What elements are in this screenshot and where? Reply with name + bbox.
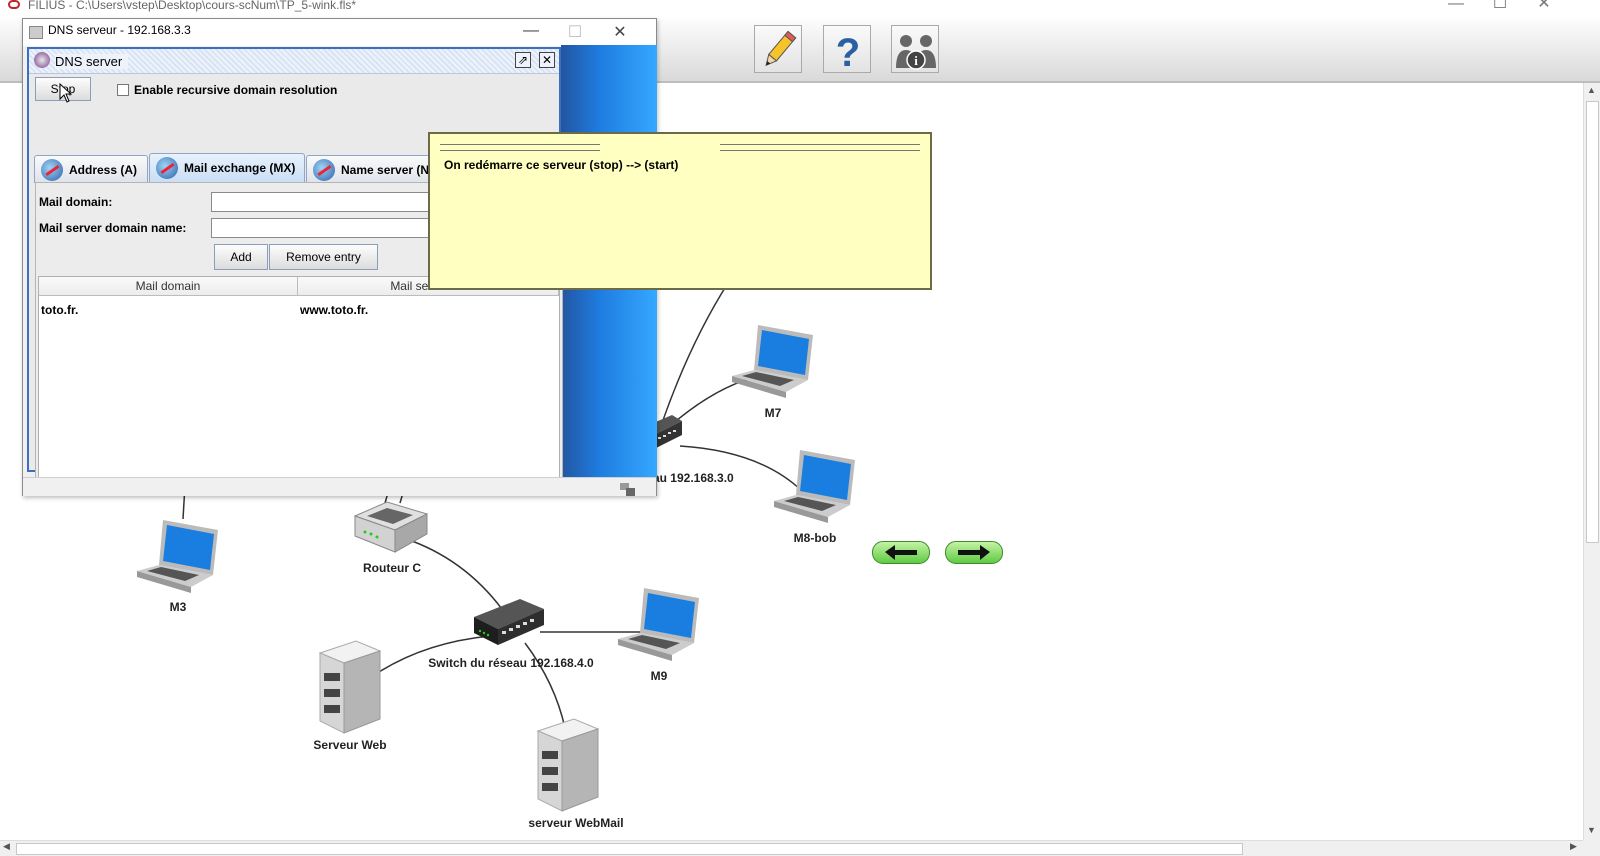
svg-text:?: ? [836,31,860,74]
arrow-left-icon [885,545,917,560]
mail-server-domain-label: Mail server domain name: [39,221,187,235]
laptop-m8-bob-icon[interactable] [770,445,862,527]
laptop-m9-icon[interactable] [614,583,706,665]
pencil-icon [765,30,797,67]
horizontal-scrollbar[interactable]: ◀ ▶ [0,840,1583,856]
detach-icon[interactable]: ⇗ [515,52,531,68]
remove-entry-button[interactable]: Remove entry [269,244,378,270]
dialog-maximize-button[interactable]: ☐ [567,24,583,41]
dns-globe-icon [34,52,50,68]
router-c-icon[interactable] [351,500,431,558]
dns-server-frame-title: DNS server ⇗ ✕ [29,49,559,74]
scroll-left-icon[interactable]: ◀ [3,841,10,851]
tab-address-a[interactable]: Address (A) [34,155,148,183]
maximize-button[interactable]: ☐ [1492,0,1508,12]
arrow-right-icon [958,545,990,560]
laptop-m3-icon[interactable] [133,515,225,597]
dns-globe-icon [156,157,178,179]
dialog-minimize-button[interactable]: — [523,22,539,39]
server-webmail-icon[interactable] [534,717,604,813]
resize-grip-icon[interactable] [619,482,637,498]
note-grip-left[interactable] [440,144,600,151]
main-title-bar: FILIUS - C:\Users\vstep\Desktop\cours-sc… [0,0,1600,18]
dialog-title: DNS serveur - 192.168.3.3 [48,23,191,37]
tab-name-server-ns-label: Name server (NS) [341,163,442,177]
help-button[interactable]: ? [823,25,871,74]
column-header-mail-domain[interactable]: Mail domain [39,277,298,296]
server-webmail-label: serveur WebMail [528,816,624,830]
m7-label: M7 [764,406,782,420]
horizontal-scroll-thumb[interactable] [16,843,1243,855]
next-step-button[interactable] [945,541,1003,564]
previous-step-button[interactable] [872,541,930,564]
network-links [182,282,803,729]
tab-address-a-label: Address (A) [69,163,138,177]
dns-globe-icon [41,159,63,181]
dns-server-title: DNS server [55,54,129,69]
info-icon: i [896,35,936,70]
computer-icon [29,26,43,39]
link-router-switch4 [411,540,508,617]
filius-app-icon [8,0,20,9]
note-grip-right[interactable] [720,144,920,151]
help-icon: ? [836,31,860,74]
svg-text:i: i [914,53,918,68]
scroll-down-icon[interactable]: ▼ [1587,825,1596,835]
table-cell-mail-domain: toto.fr. [41,303,79,317]
design-mode-button[interactable] [754,25,802,73]
link-switch3-up [661,282,729,424]
dns-globe-icon [313,159,335,181]
tab-mail-exchange-mx[interactable]: Mail exchange (MX) [149,153,305,183]
table-cell-mail-server: www.toto.fr. [300,303,369,317]
mail-domain-label: Mail domain: [39,195,113,209]
switch-192-168-4-label: Switch du réseau 192.168.4.0 [428,656,594,670]
switch-192-168-4-icon[interactable] [472,597,546,649]
link-switch4-webmail [524,642,566,729]
dialog-status-bar [23,477,656,496]
dialog-title-bar[interactable]: DNS serveur - 192.168.3.3 — ☐ ✕ [23,19,656,46]
laptop-m7-icon[interactable] [728,320,820,402]
info-button[interactable]: i [891,25,939,73]
tutorial-note: On redémarre ce serveur (stop) --> (star… [428,132,932,290]
switch-192-168-3-label: eau 192.168.3.0 [646,471,734,485]
dialog-close-button[interactable]: ✕ [613,24,627,41]
m9-label: M9 [650,669,668,683]
scroll-up-icon[interactable]: ▲ [1587,85,1596,95]
router-c-label: Routeur C [363,561,421,575]
link-switch3-m8 [679,445,803,492]
recursive-resolution-label: Enable recursive domain resolution [134,83,338,97]
vertical-scroll-thumb[interactable] [1586,101,1599,543]
vertical-scrollbar[interactable]: ▲ ▼ [1583,83,1600,840]
frame-close-icon[interactable]: ✕ [539,52,555,68]
main-window-title: FILIUS - C:\Users\vstep\Desktop\cours-sc… [28,0,357,12]
server-web-label: Serveur Web [313,738,387,752]
minimize-button[interactable]: — [1448,0,1464,12]
server-web-icon[interactable] [316,639,386,735]
mouse-cursor-icon [59,83,73,103]
scroll-corner [1583,840,1600,856]
add-button[interactable]: Add [214,244,268,270]
note-text: On redémarre ce serveur (stop) --> (star… [444,158,679,172]
link-switch4-web [369,635,491,679]
close-button[interactable]: ✕ [1537,0,1551,12]
scroll-right-icon[interactable]: ▶ [1570,841,1577,851]
m3-label: M3 [169,600,187,614]
m8-bob-label: M8-bob [793,531,837,545]
recursive-resolution-checkbox[interactable] [117,84,129,96]
tab-name-server-ns[interactable]: Name server (NS) [306,155,448,183]
tab-mail-exchange-mx-label: Mail exchange (MX) [184,161,296,175]
mx-records-table: Mail domain Mail server do toto.fr. www.… [38,276,560,488]
